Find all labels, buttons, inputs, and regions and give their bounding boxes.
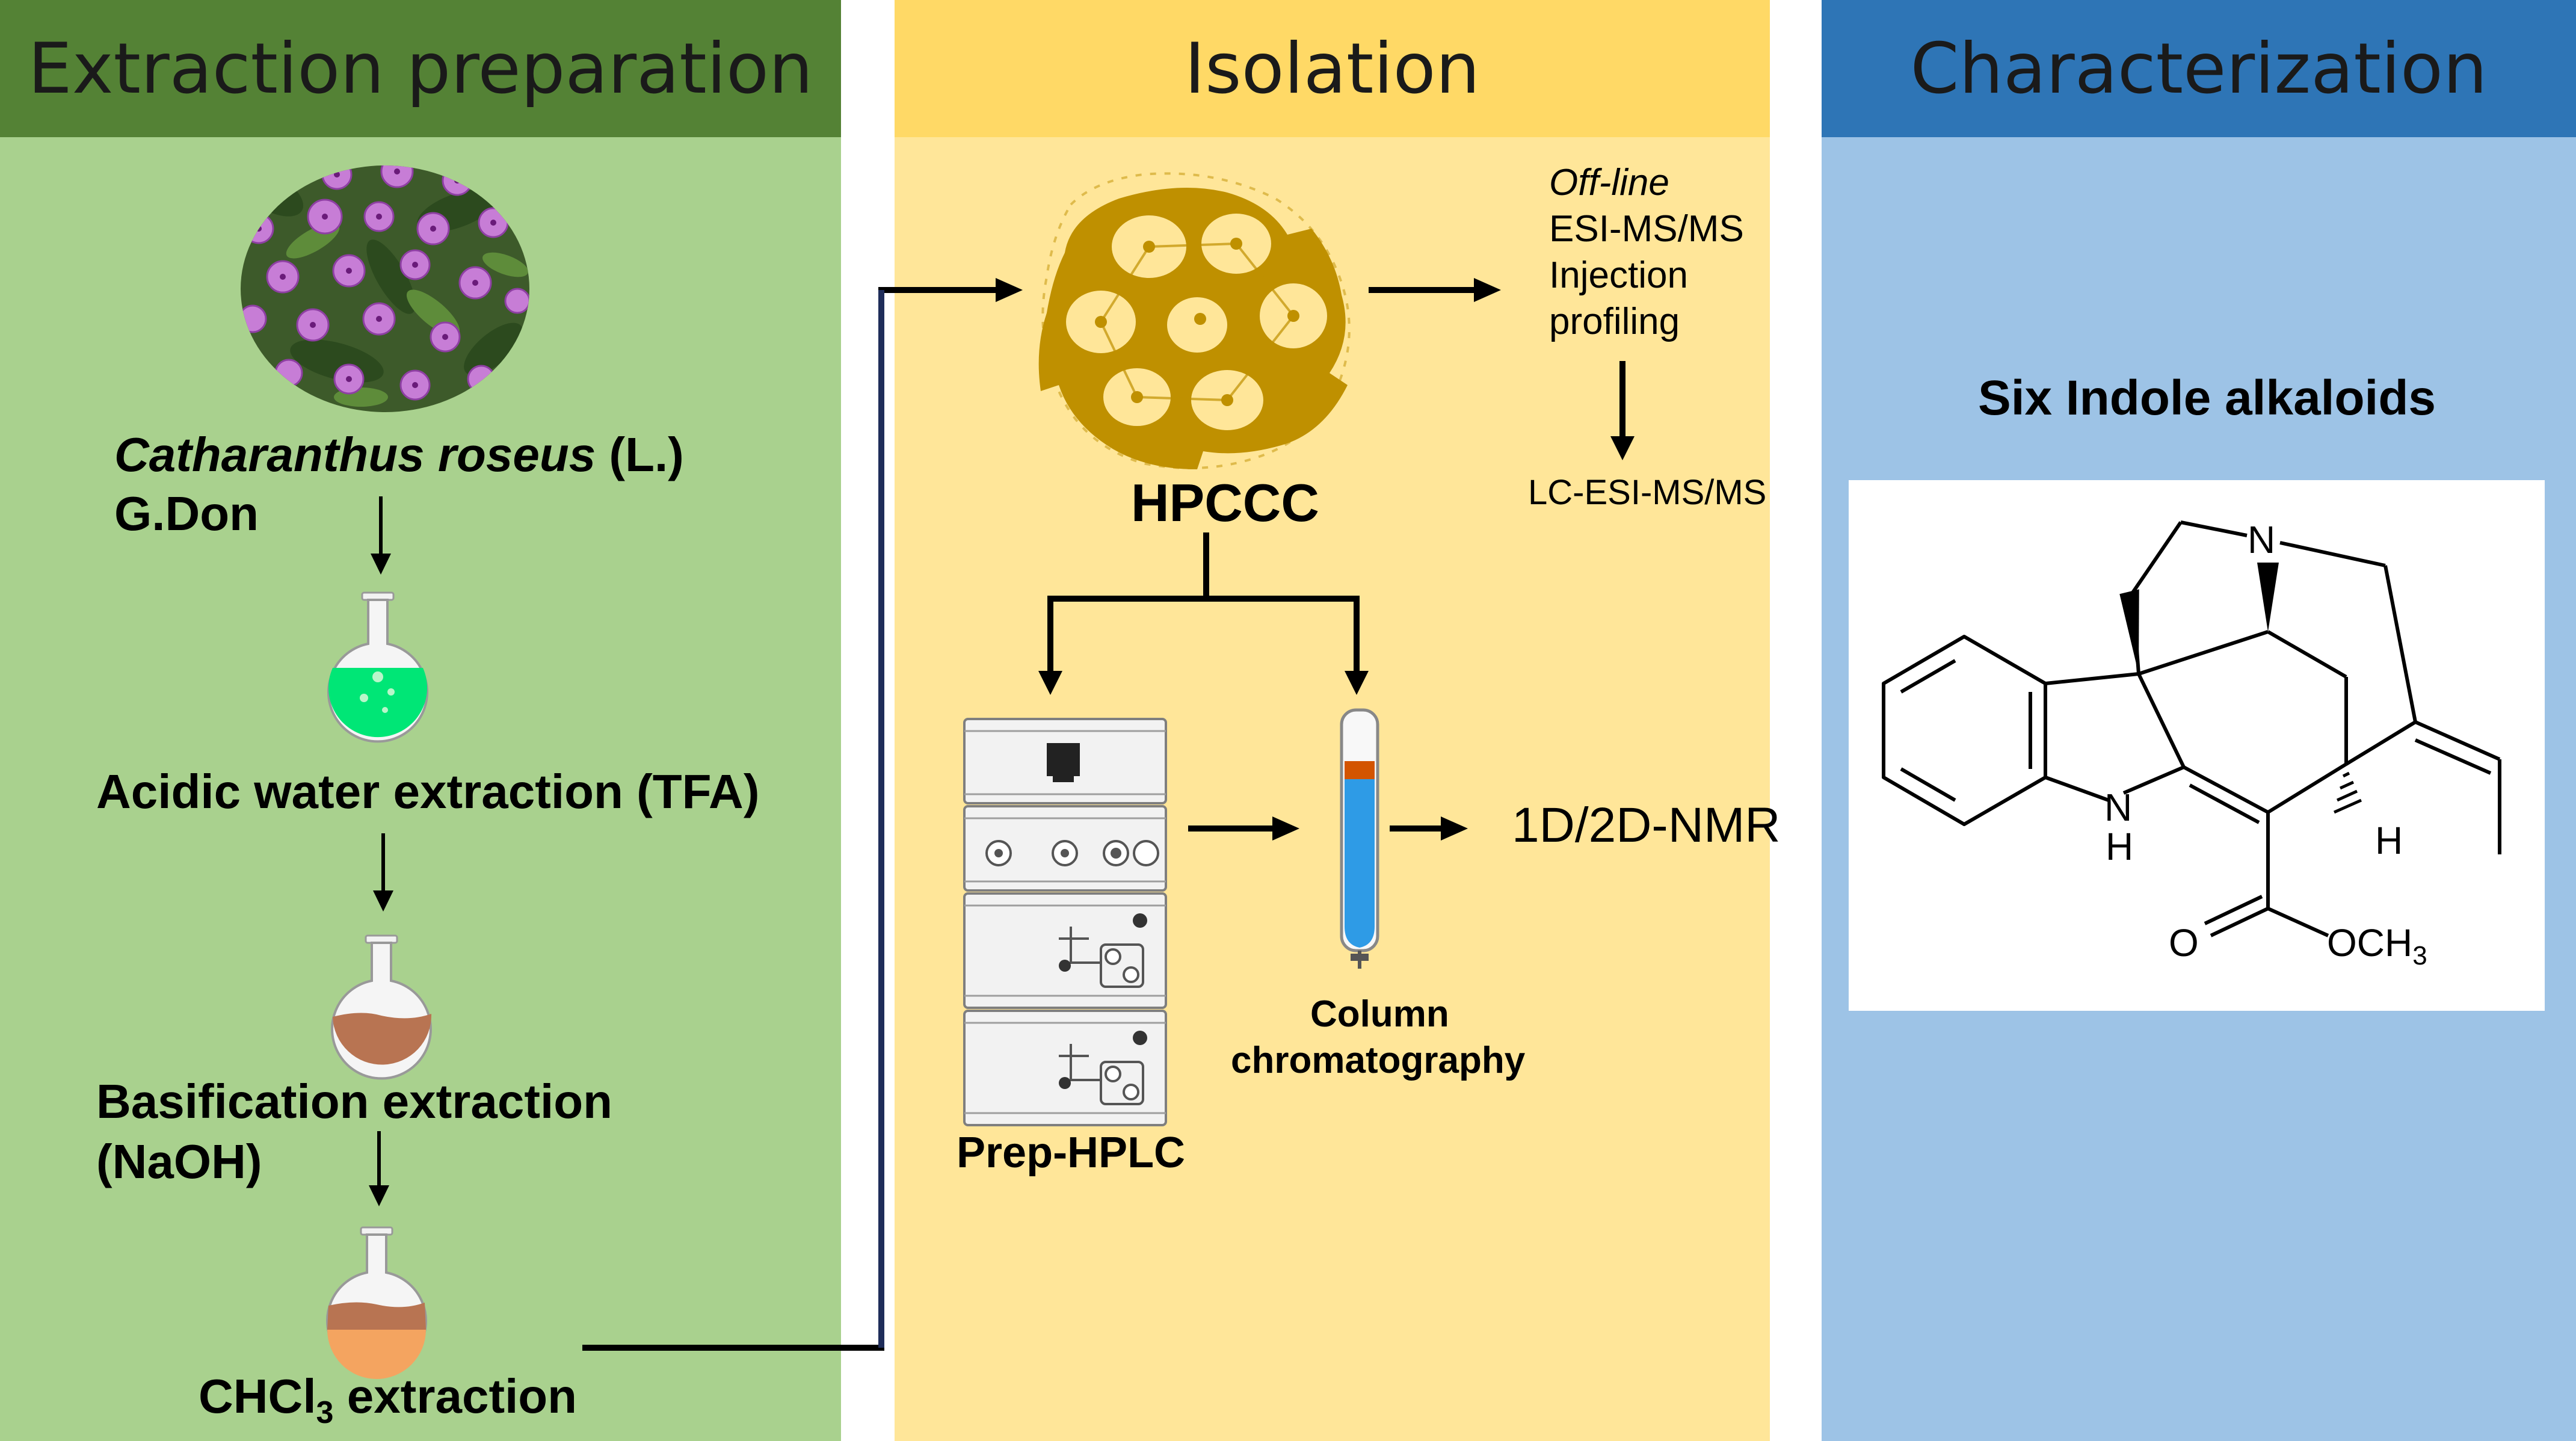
atom-o: O [2169,921,2199,964]
plant-name-line1: Catharanthus roseus (L.) [114,427,684,483]
extraction-header: Extraction preparation [0,0,841,137]
isolation-header: Isolation [895,0,1770,137]
offline-line4: profiling [1549,301,1680,342]
plant-author: (L.) [596,428,684,481]
isolation-header-title: Isolation [1184,28,1481,110]
atom-nh-h: H [2106,825,2134,868]
prep-hplc-label: Prep-HPLC [957,1129,1186,1177]
offline-line1: Off-line [1549,162,1669,203]
atom-och3: OCH3 [2327,921,2427,971]
chcl3-subscript: 3 [316,1395,334,1430]
plant-species-name: Catharanthus roseus [114,428,596,481]
nmr-label: 1D/2D-NMR [1512,798,1781,853]
atom-h: H [2375,819,2403,862]
flask-layered-icon [326,1226,427,1379]
extraction-header-title: Extraction preparation [28,28,813,110]
step-chcl3-extraction: CHCl3 extraction [199,1369,577,1431]
step-acidic-extraction: Acidic water extraction (TFA) [96,765,760,818]
chcl3-prefix: CHCl [199,1369,316,1423]
flask-green-icon [327,591,428,743]
plant-name-line2: G.Don [114,487,259,540]
offline-line2: ESI-MS/MS [1549,208,1744,250]
atom-nh-n: N [2104,786,2133,829]
chcl3-suffix: extraction [333,1369,578,1423]
isolation-panel: Isolation [895,0,1770,1441]
characterization-header-title: Characterization [1910,28,2488,110]
offline-line3: Injection [1549,255,1688,296]
arrow-down-3 [369,1131,389,1206]
arrow-down-2 [373,833,393,912]
step-basification-line1: Basification extraction [96,1075,613,1128]
step-basification-line2: (NaOH) [96,1135,262,1188]
hpccc-label: HPCCC [1131,473,1319,532]
column-label-line1: Column [1310,993,1449,1035]
lcms-label: LC-ESI-MS/MS [1528,473,1767,512]
arrow-down-1 [371,496,391,575]
column-label-line2: chromatography [1231,1040,1526,1081]
atom-och3-sub: 3 [2412,940,2427,970]
characterization-header: Characterization [1822,0,2576,137]
six-indole-alkaloids-title: Six Indole alkaloids [1978,371,2436,425]
flask-brown-icon [331,934,432,1080]
atom-och: OCH [2327,921,2413,964]
atom-n-top: N [2248,518,2276,561]
